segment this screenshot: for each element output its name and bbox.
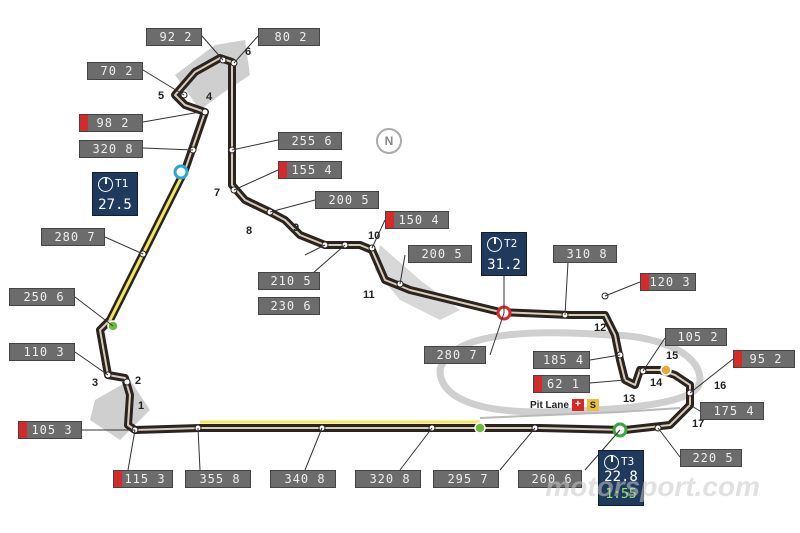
drs-zone xyxy=(108,169,187,321)
speed-gear-box: 200 5 xyxy=(315,191,379,209)
speed-gear-box-low-gear: 95 2 xyxy=(733,350,795,368)
speed-trap xyxy=(660,364,672,376)
speed-gear-box: 230 6 xyxy=(258,297,320,315)
speed-gear-box: 185 4 xyxy=(533,351,590,369)
speed-gear-box: 105 2 xyxy=(665,328,727,346)
turn-number: 17 xyxy=(692,418,705,430)
speed-gear-box: 280 7 xyxy=(41,228,105,246)
turn-number: 8 xyxy=(246,225,253,237)
speed-gear-box: 280 7 xyxy=(424,346,486,364)
speed-gear-box: 355 8 xyxy=(185,470,251,488)
turn-number: 6 xyxy=(245,46,252,58)
track-nodes xyxy=(104,56,694,434)
turn-number: 3 xyxy=(92,377,99,389)
speed-gear-box-low-gear: 155 4 xyxy=(278,161,342,179)
speed-gear-box: 110 3 xyxy=(9,343,75,361)
turn-number: 12 xyxy=(594,322,607,334)
speed-trap xyxy=(474,422,486,434)
watermark: motorsport.com xyxy=(545,471,760,502)
runoff-area xyxy=(375,245,460,320)
safety-badge: S xyxy=(586,399,599,411)
speed-gear-box-low-gear: 98 2 xyxy=(79,114,143,132)
callout-lines xyxy=(74,35,734,471)
turn-number: 9 xyxy=(293,222,300,234)
sector-marker xyxy=(173,164,189,180)
speed-gear-box: 250 6 xyxy=(9,288,75,306)
speed-gear-box: 255 6 xyxy=(278,132,342,150)
runoff-area xyxy=(175,40,250,110)
turn-number: 13 xyxy=(623,393,636,405)
speed-gear-box: 220 5 xyxy=(680,449,742,467)
speed-gear-box: 310 8 xyxy=(553,245,617,263)
speed-gear-box: 92 2 xyxy=(146,28,202,46)
turn-number: 2 xyxy=(135,375,142,387)
turn-number: 14 xyxy=(650,377,663,389)
brand-logo-icon xyxy=(487,237,502,252)
speed-gear-box: 175 4 xyxy=(700,402,764,420)
compass-icon: N xyxy=(376,128,402,154)
runoff-area xyxy=(436,329,704,416)
speed-gear-box: 210 5 xyxy=(258,272,320,290)
speed-gear-box: 260 6 xyxy=(518,470,582,488)
track-centerline xyxy=(99,57,691,431)
speed-gear-box: 80 2 xyxy=(258,28,320,46)
speed-gear-box: 295 7 xyxy=(433,470,499,488)
turn-number: 16 xyxy=(714,380,727,392)
turn-number: 4 xyxy=(206,91,213,103)
speed-gear-box: 340 8 xyxy=(270,470,336,488)
sector-time-box: T3 22.8 1:55 xyxy=(598,450,644,506)
turn-number: 10 xyxy=(368,230,381,242)
pit-lane-line xyxy=(479,407,681,419)
speed-gear-box: 70 2 xyxy=(87,62,143,80)
pit-lane-label: Pit Lane + S xyxy=(530,399,599,411)
speed-gear-box-low-gear: 120 3 xyxy=(640,273,696,291)
runoff-area xyxy=(90,380,150,440)
speed-gear-box: 320 8 xyxy=(79,140,143,158)
sector-time-box: T1 27.5 xyxy=(92,172,138,216)
speed-gear-box-low-gear: 105 3 xyxy=(18,421,82,439)
turn-number: 1 xyxy=(138,400,145,412)
speed-gear-box-low-gear: 115 3 xyxy=(113,470,173,488)
speed-gear-box: 200 5 xyxy=(408,245,472,263)
turn-number: 11 xyxy=(363,289,375,301)
medical-cross-icon: + xyxy=(571,399,584,411)
speed-gear-box: 320 8 xyxy=(355,470,421,488)
speed-gear-box-low-gear: 62 1 xyxy=(533,375,590,393)
brand-logo-icon xyxy=(98,177,113,192)
turn-number: 7 xyxy=(214,187,221,199)
sector-time-box: T2 31.2 xyxy=(481,232,527,276)
turn-number: 15 xyxy=(666,350,679,362)
speed-gear-box-low-gear: 150 4 xyxy=(385,211,449,229)
turn-number: 5 xyxy=(158,90,165,102)
brand-logo-icon xyxy=(604,455,619,470)
